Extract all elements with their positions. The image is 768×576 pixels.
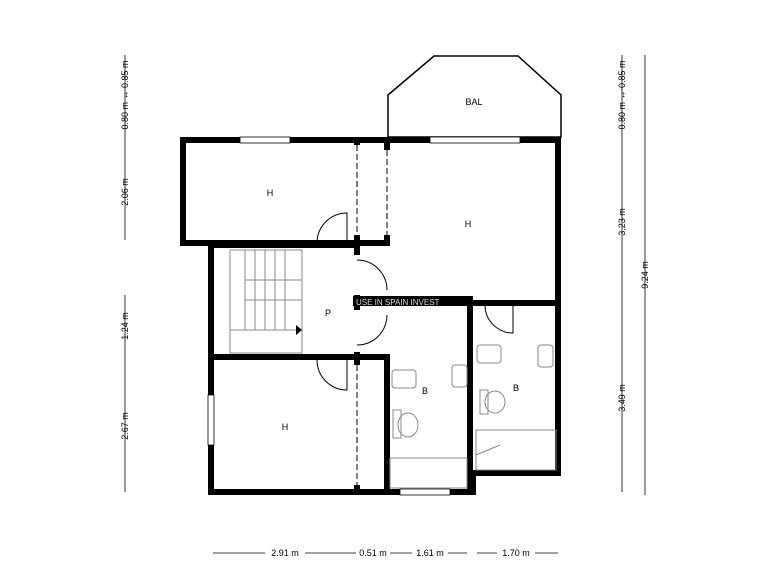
room-label: P (325, 308, 331, 318)
svg-text:0.51 m: 0.51 m (359, 548, 387, 558)
watermark-band (353, 296, 473, 306)
watermark: USE IN SPAIN INVEST (356, 298, 440, 307)
room-label: B (422, 386, 428, 396)
room-label: B (513, 383, 519, 393)
svg-text:1.61 m: 1.61 m (416, 548, 444, 558)
svg-text:1.70 m: 1.70 m (502, 548, 530, 558)
room-label: H (465, 219, 472, 229)
svg-text:1.24 m: 1.24 m (120, 312, 130, 340)
dimension-left: 0.80 m ↔ 0.85 m 2.06 m 1.24 m 2.67 m (120, 55, 130, 492)
dimension-bottom: 2.91 m 0.51 m 1.61 m 1.70 m (213, 547, 558, 559)
svg-text:0.80 m ↔ 0.85 m: 0.80 m ↔ 0.85 m (617, 60, 627, 129)
room-label: H (267, 188, 274, 198)
staircase (229, 249, 303, 354)
svg-text:3.23 m: 3.23 m (617, 208, 627, 236)
doors (316, 212, 514, 391)
room-label: H (282, 422, 289, 432)
room-label: BAL (465, 97, 482, 107)
windows (207, 136, 521, 496)
bathroom-fixtures (389, 344, 557, 489)
walls (180, 137, 561, 495)
svg-text:2.91 m: 2.91 m (271, 548, 299, 558)
dimension-right: 0.80 m ↔ 0.85 m 3.23 m 3.49 m 9.24 m (617, 55, 650, 495)
svg-text:9.24 m: 9.24 m (640, 261, 650, 289)
svg-text:3.49 m: 3.49 m (617, 384, 627, 412)
svg-text:0.80 m ↔ 0.85 m: 0.80 m ↔ 0.85 m (120, 60, 130, 129)
svg-text:2.67 m: 2.67 m (120, 412, 130, 440)
svg-text:2.06 m: 2.06 m (120, 178, 130, 206)
